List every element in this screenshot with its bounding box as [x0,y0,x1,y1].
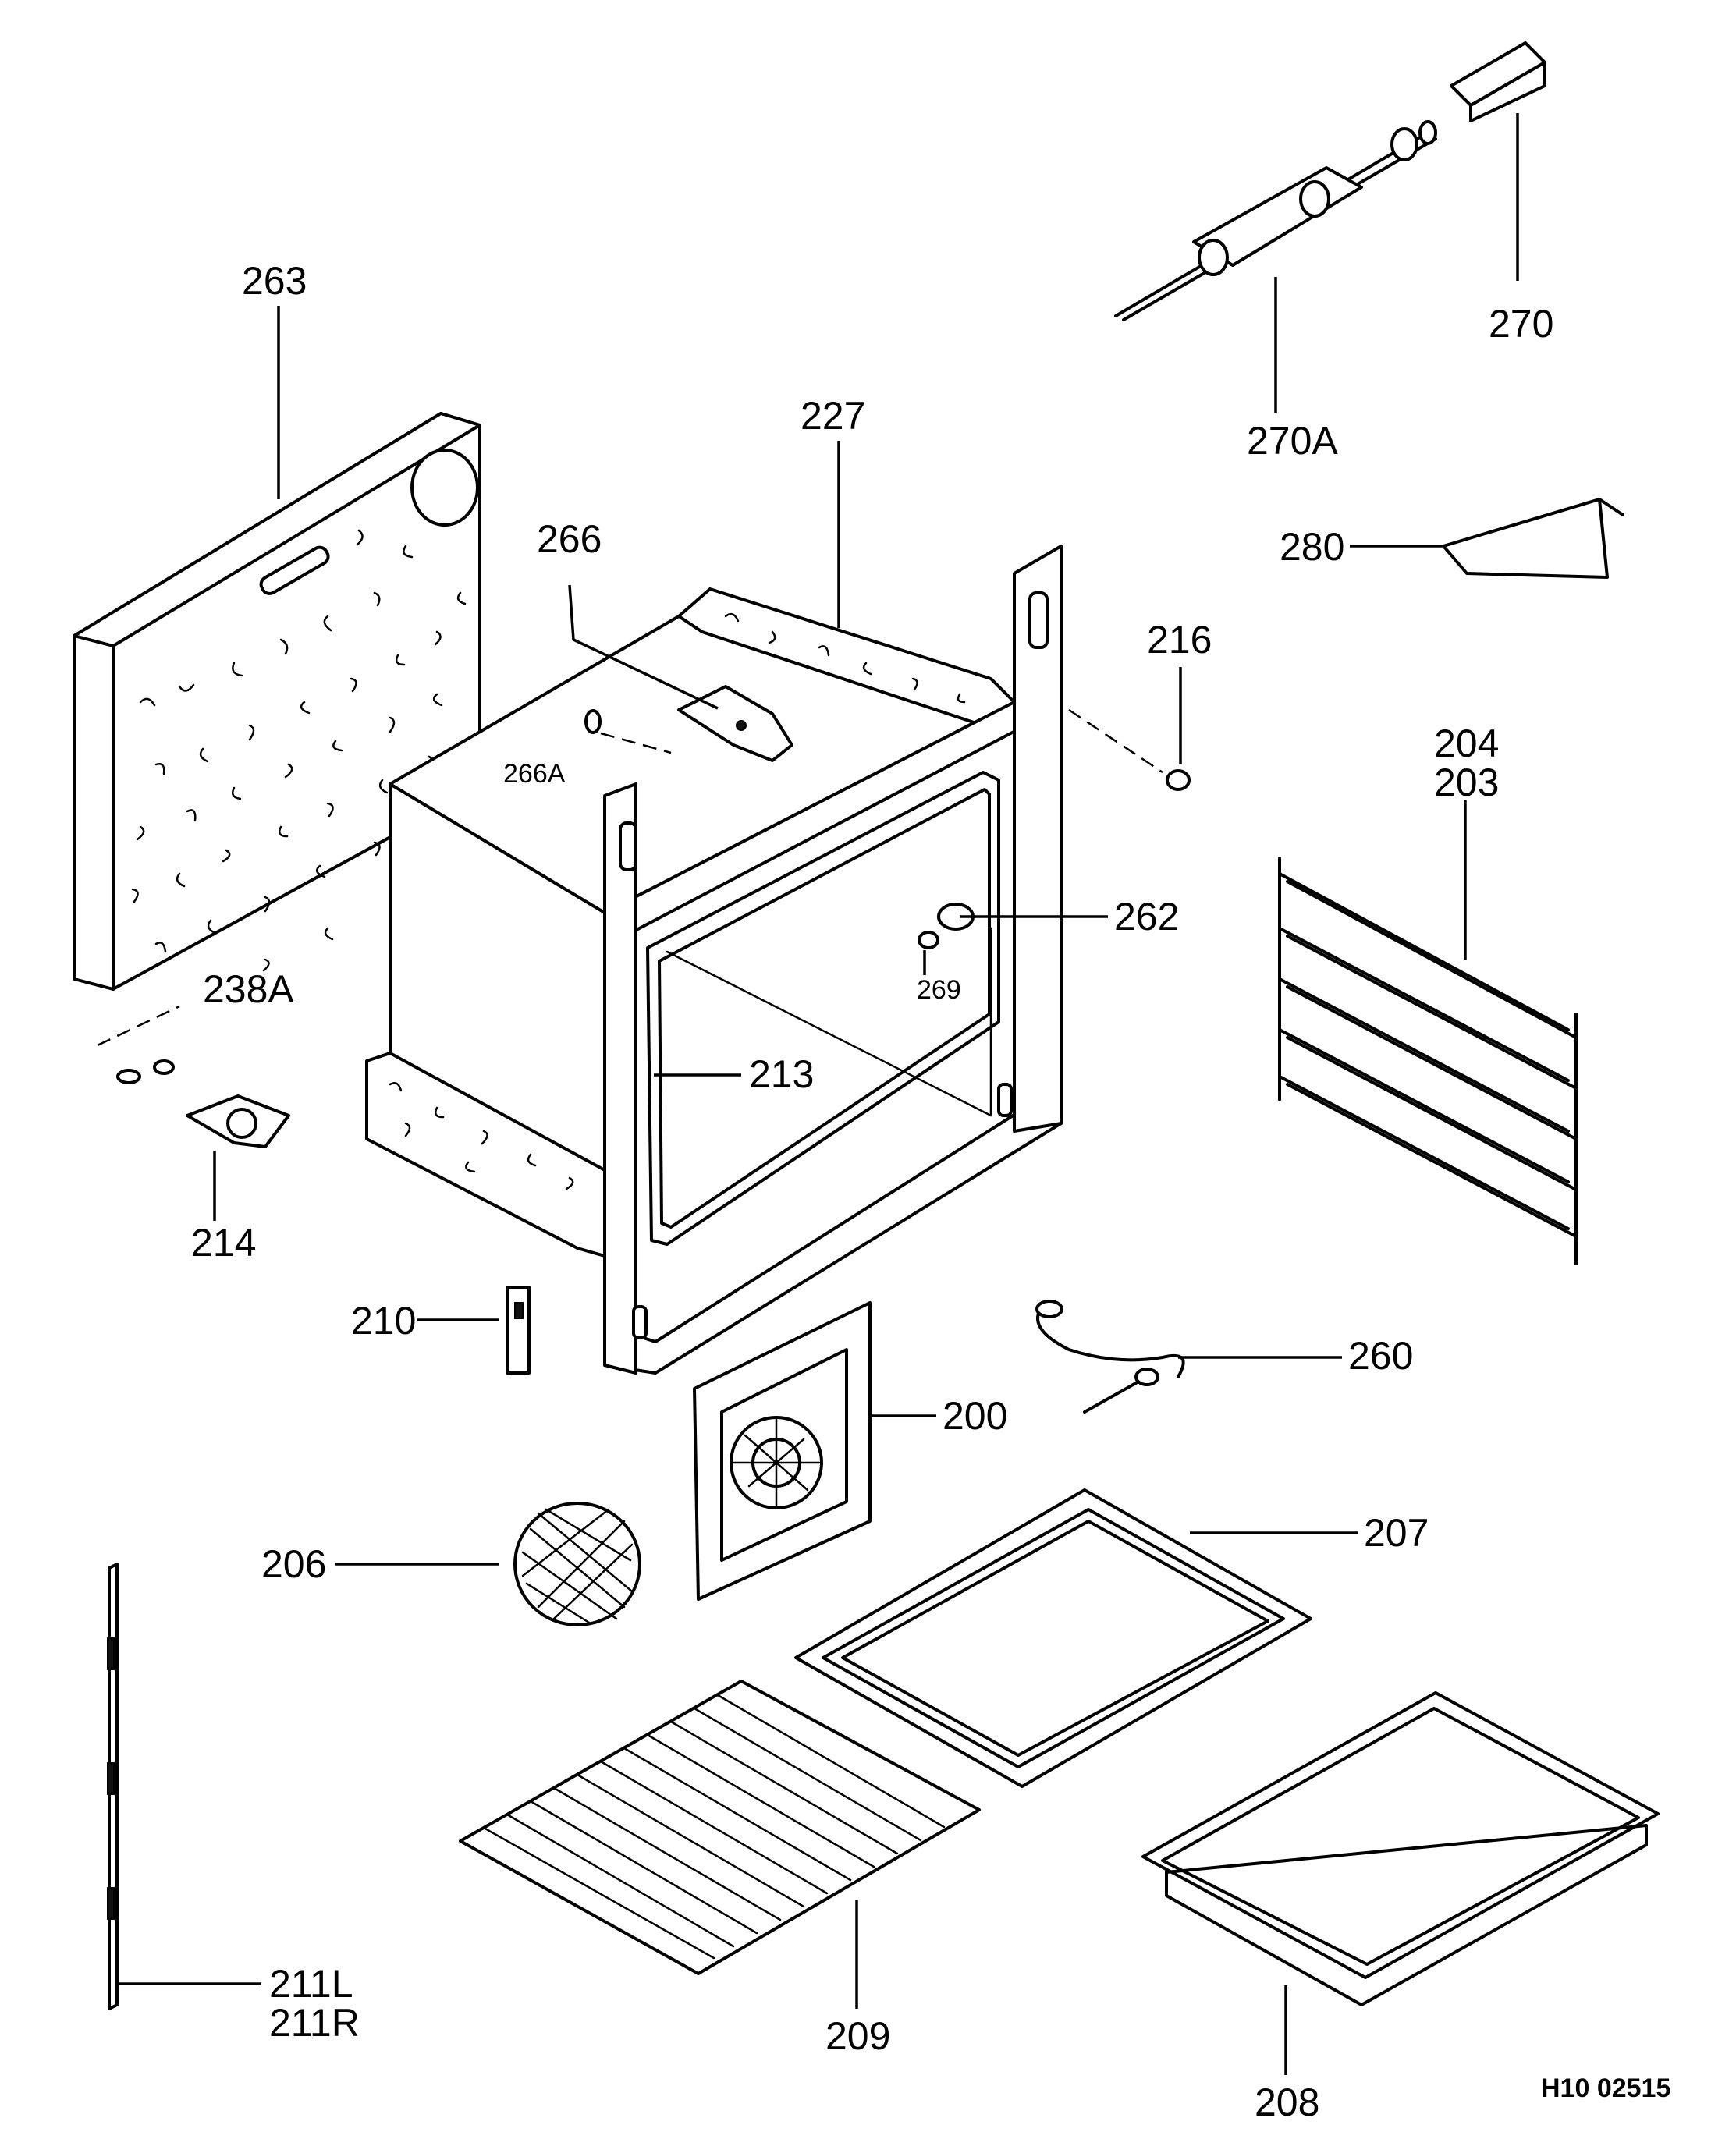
part-number-280: 280 [1280,525,1345,569]
part-number-260: 260 [1348,1334,1414,1378]
part-number-209: 209 [825,2014,891,2058]
part-number-263: 263 [242,259,307,303]
meat-probe-260 [1035,1300,1185,1414]
screws-238a [97,1005,180,1084]
drawing-code: H10 02515 [1541,2073,1671,2103]
part-number-200: 200 [943,1394,1008,1438]
part-number-206: 206 [261,1542,327,1586]
handle-270 [1450,41,1546,122]
part-number-204: 204 [1434,722,1500,765]
fan-assembly-200 [693,1301,872,1601]
part-number-270a: 270A [1247,419,1338,463]
shelf-runners-204-203 [1278,857,1578,1265]
hinge-214 [186,1094,290,1148]
rotisserie-spit-270a [1114,120,1437,321]
part-number-270: 270 [1489,302,1554,346]
part-number-213: 213 [749,1052,815,1096]
part-number-227: 227 [801,394,866,438]
fan-guard-206 [513,1502,641,1626]
part-number-262: 262 [1114,895,1180,938]
part-number-208: 208 [1255,2081,1320,2124]
catch-210 [506,1286,531,1375]
part-number-266a: 266A [503,759,566,789]
shelf-support-280 [1442,498,1624,579]
part-number-210: 210 [351,1299,417,1343]
oven-cavity [365,545,1063,1375]
grid-shelf-209 [459,1680,981,1975]
screw-216 [1068,708,1191,791]
part-number-214: 214 [191,1221,257,1265]
part-number-216: 216 [1147,618,1212,662]
part-number-211r: 211R [269,2001,360,2045]
part-number-238a: 238A [203,967,294,1011]
part-number-269: 269 [917,975,961,1005]
part-number-207: 207 [1364,1511,1429,1555]
side-rail-211 [107,1563,119,2010]
part-number-266: 266 [537,517,602,561]
deep-pan-208 [1141,1691,1660,2006]
part-number-203: 203 [1434,761,1500,804]
insulation-panel-263 [73,412,481,991]
part-number-211l: 211L [269,1962,353,2006]
baking-tray-207 [794,1488,1312,1788]
leader-lines [119,113,1519,2075]
